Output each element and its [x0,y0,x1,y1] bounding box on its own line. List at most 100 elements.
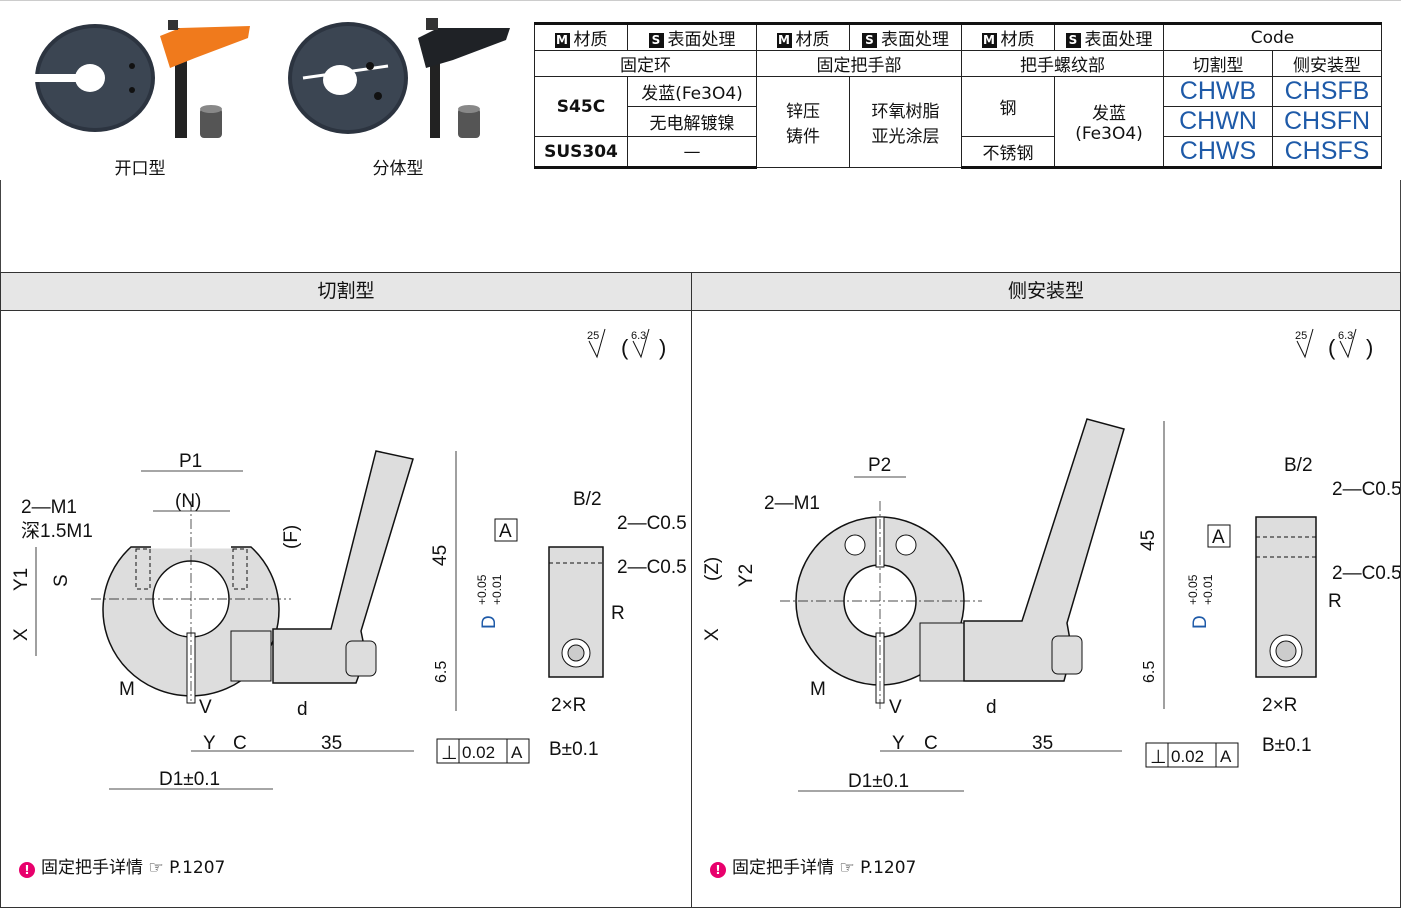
svg-text:(: ( [1328,335,1336,360]
roughness-symbol: 25 ( 6.3 ) [1295,328,1373,360]
dim-45: 45 [430,545,451,566]
dim-45: 45 [1138,530,1159,551]
code-cut[interactable]: CHWS [1163,136,1273,169]
svg-text:(: ( [621,335,629,360]
side-type-drawing: 25 ( 6.3 ) P2 2—M1 (Z) Y2 X 45 6.5 M V Y… [702,328,1400,792]
svg-text:+0.05: +0.05 [475,574,489,605]
dim-2r: 2×R [1262,695,1297,716]
surface-blue: 发蓝(Fe3O4) [627,76,757,107]
svg-text:+0.01: +0.01 [1201,574,1215,605]
svg-text:⊥: ⊥ [1150,747,1167,768]
dim-b-tol: B±0.1 [549,739,599,760]
thread-material-steel: 钢 [961,76,1055,137]
panel-cut-type: 切割型 25 ( 6.3 ) P1 (N) [0,272,692,908]
dim-x: X [11,628,32,641]
th-side-type: 侧安装型 [1272,50,1382,77]
code-side[interactable]: CHSFN [1272,106,1382,137]
panel-title: 侧安装型 [692,273,1400,311]
s-badge: S [648,33,664,48]
dim-c05-top: 2—C0.5 [1332,479,1400,500]
open-collar-handle-image [30,20,250,138]
product-caption: 开口型 [114,159,166,179]
dim-c05: 2—C0.5 [1332,563,1400,584]
code-cut[interactable]: CHWN [1163,106,1273,137]
surface-none: — [627,136,757,169]
panel-side-type: 侧安装型 25 ( 6.3 ) P2 2—M1 (Z) Y2 X 45 6.5 … [691,272,1401,908]
dim-2r: 2×R [551,695,586,716]
dim-depth: 深1.5M1 [21,520,93,542]
code-cut[interactable]: CHWB [1163,76,1273,107]
dim-y: Y [203,733,216,754]
product-open-type: 开口型 [20,8,260,179]
m-badge: M [554,33,570,48]
roughness-symbol: 25 ( 6.3 ) [587,328,666,360]
dim-d: d [986,697,997,718]
perp-tolerance: 0.02 [1171,747,1204,766]
cut-type-drawing: 25 ( 6.3 ) P1 (N) 2—M1 深1.5M1 (F) Y1 [11,328,687,790]
thread-material-sus: 不锈钢 [961,136,1055,169]
dim-m: M [810,679,826,700]
th-code: Code [1163,22,1382,51]
info-bulb-icon: ! [710,862,726,878]
product-caption: 分体型 [372,159,424,179]
dim-z: (Z) [702,557,723,581]
dim-c: C [233,733,247,754]
svg-text:+0.01: +0.01 [490,574,504,605]
handle-detail-note[interactable]: !固定把手详情 ☞ P.1207 [19,853,225,878]
svg-text:⊥: ⊥ [441,743,458,764]
dim-y: Y [892,733,905,754]
dim-6-5: 6.5 [1141,661,1158,683]
group-handle: 固定把手部 [756,50,962,77]
material-s45c: S45C [534,76,628,137]
dim-b2: B/2 [1284,455,1313,476]
svg-text:A: A [511,743,523,762]
dim-m: M [119,679,135,700]
dim-d-big: D [479,615,500,629]
dim-v: V [199,697,212,718]
material-sus304: SUS304 [534,136,628,169]
dim-n: (N) [175,491,201,512]
datum-a: A [1212,527,1225,548]
svg-text:): ) [659,335,666,360]
dim-6-5: 6.5 [433,661,450,683]
dim-s: S [51,574,72,587]
dim-d1: D1±0.1 [848,771,909,792]
svg-text:): ) [1366,335,1373,360]
dim-b2: B/2 [573,489,602,510]
dim-d: d [297,699,308,720]
svg-text:6.3: 6.3 [631,330,646,342]
dim-p2: P2 [868,455,891,476]
svg-text:6.3: 6.3 [1338,330,1353,342]
perp-tolerance: 0.02 [462,743,495,762]
split-collar-handle-image [288,18,510,138]
svg-text:+0.05: +0.05 [1186,574,1200,605]
dim-b-tol: B±0.1 [1262,735,1312,756]
dim-d1: D1±0.1 [159,769,220,790]
dim-m1-holes: 2—M1 [21,497,77,518]
handle-material: 锌压铸件 [756,76,850,168]
dim-d-big: D [1190,615,1211,629]
dim-r: R [1328,591,1342,612]
product-split-type: 分体型 [278,8,518,179]
handle-surface: 环氧树脂亚光涂层 [849,76,962,168]
dim-y1: Y1 [11,568,32,591]
surface-nickel: 无电解镀镍 [627,106,757,137]
datum-a: A [499,521,512,542]
svg-text:A: A [1220,747,1232,766]
panel-title: 切割型 [1,273,691,311]
group-ring: 固定环 [534,50,757,77]
svg-text:25: 25 [587,330,599,342]
code-side[interactable]: CHSFB [1272,76,1382,107]
dim-35: 35 [321,733,342,754]
handle-detail-note[interactable]: !固定把手详情 ☞ P.1207 [710,853,916,878]
dim-35: 35 [1032,733,1053,754]
dim-m1-holes: 2—M1 [764,493,820,514]
svg-text:25: 25 [1295,330,1307,342]
group-thread: 把手螺纹部 [961,50,1164,77]
code-side[interactable]: CHSFS [1272,136,1382,169]
